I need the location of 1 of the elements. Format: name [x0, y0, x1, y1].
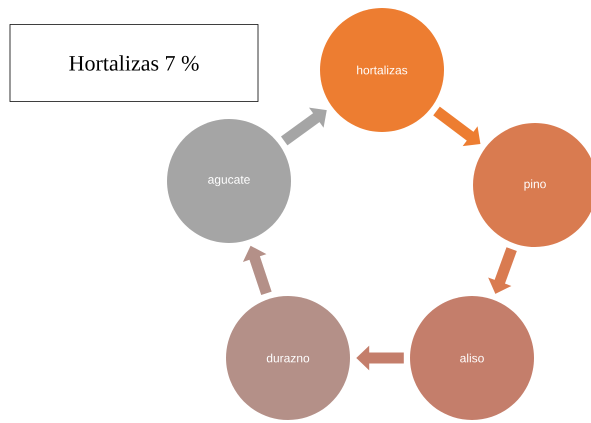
title-box: Hortalizas 7 % [10, 24, 258, 102]
